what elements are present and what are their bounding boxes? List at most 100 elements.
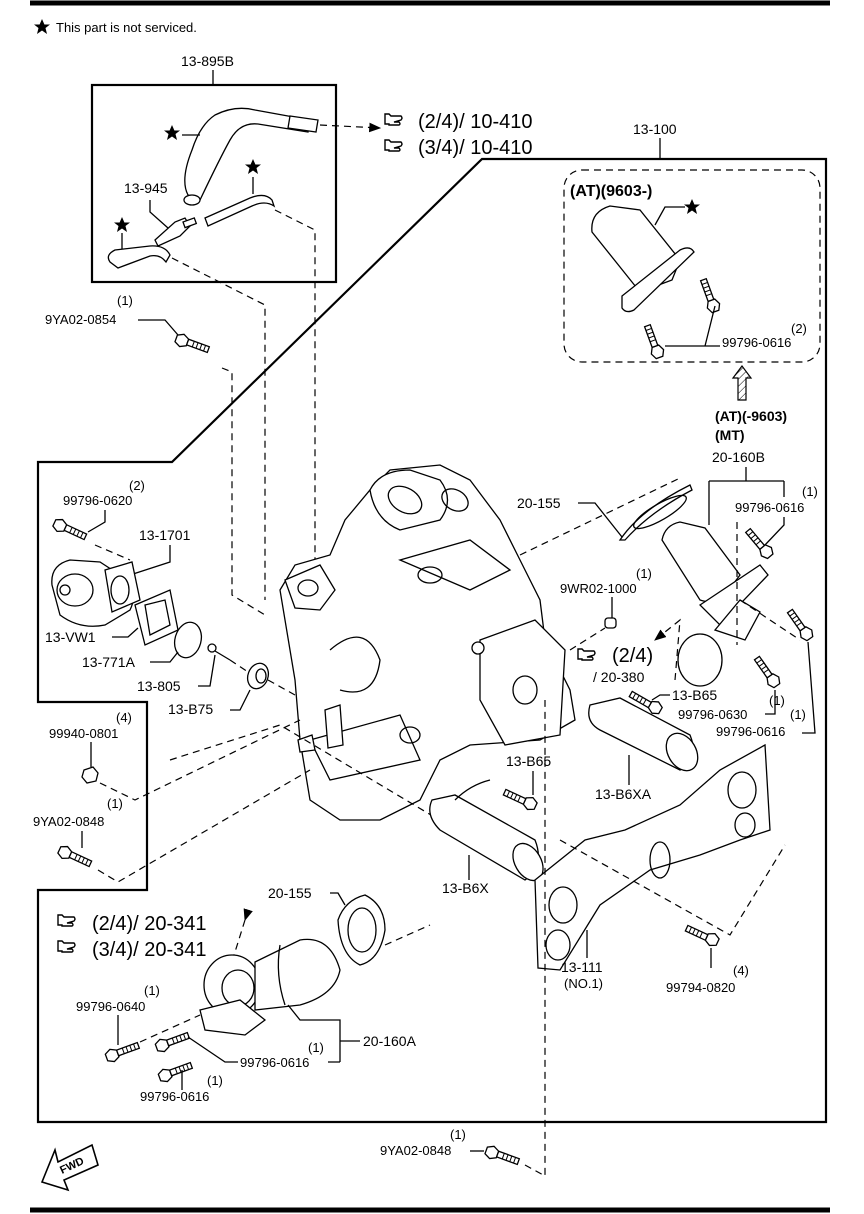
label-99796-0630: 99796-0630 — [678, 707, 747, 722]
label-9WR02-1000: 9WR02-1000 — [560, 581, 637, 596]
label-13-B65-a: 13-B65 — [672, 687, 717, 703]
gear-13-B75 — [246, 662, 270, 690]
label-99796-0616-a1: 99796-0616 — [240, 1055, 309, 1070]
qty-99796-0620: (2) — [129, 478, 145, 493]
bolt-99796-0616-at-b — [641, 322, 667, 361]
label-13-945: 13-945 — [124, 180, 168, 196]
legend-note: This part is not serviced. — [56, 20, 197, 35]
hose-group-frame — [90, 83, 338, 284]
ref-20-380-line2[interactable]: / 20-380 — [593, 669, 645, 685]
bolt-99796-0640 — [103, 1039, 142, 1065]
bolt-99796-0616-a1 — [153, 1029, 192, 1055]
legend-star-icon — [34, 19, 50, 34]
bolt-99796-0616-at-a — [697, 276, 723, 315]
label-13-771A: 13-771A — [82, 654, 136, 670]
qty-9YA02-0854: (1) — [117, 293, 133, 308]
qty-99796-0616-a1: (1) — [308, 1040, 324, 1055]
label-13-805: 13-805 — [137, 678, 181, 694]
label-13-B65-b: 13-B65 — [506, 753, 551, 769]
label-99796-0616-at: 99796-0616 — [722, 335, 791, 350]
screw-13-805 — [207, 643, 231, 661]
variant-box-at-9603 — [563, 169, 821, 363]
solenoid-13-B6XA — [588, 697, 699, 772]
label-99796-0616-a2: 99796-0616 — [140, 1089, 209, 1104]
label-99796-0620: 99796-0620 — [63, 493, 132, 508]
fitting-13-945 — [154, 217, 198, 247]
label-13-1701: 13-1701 — [139, 527, 191, 543]
variant-at-new: (AT)(9603-) — [570, 183, 652, 200]
star-icon — [114, 217, 130, 232]
label-9YA02-0848-a: 9YA02-0848 — [33, 814, 104, 829]
star-icon — [245, 159, 261, 174]
bolt-99796-0616-b2 — [784, 606, 816, 644]
intake-manifold — [279, 464, 576, 821]
label-13-B6XA: 13-B6XA — [595, 786, 652, 802]
label-99940-0801: 99940-0801 — [49, 726, 118, 741]
ref-20-341-b[interactable]: (3/4)/ 20-341 — [92, 939, 207, 961]
ref-20-380-line1[interactable]: (2/4) — [612, 645, 653, 667]
qty-9YA02-0848-a: (1) — [107, 796, 123, 811]
label-9YA02-0848-b: 9YA02-0848 — [380, 1143, 451, 1158]
label-13-111: 13-111 — [561, 959, 603, 975]
pointing-hand-icon — [577, 648, 596, 661]
label-20-160B: 20-160B — [712, 449, 765, 465]
label-13-VW1: 13-VW1 — [45, 629, 96, 645]
pointing-hand-icon — [384, 139, 403, 152]
gasket-20-155-upper — [618, 484, 693, 541]
forward-direction-arrow: FWD — [40, 1143, 99, 1192]
qty-9YA02-0848-b: (1) — [450, 1127, 466, 1142]
hose-13-895B — [183, 107, 319, 206]
qty-99796-0616-at: (2) — [791, 321, 807, 336]
ref-10-410-b[interactable]: (3/4)/ 10-410 — [418, 137, 533, 159]
pointing-hand-icon — [57, 914, 76, 927]
ref-20-341-a[interactable]: (2/4)/ 20-341 — [92, 913, 207, 935]
bolt-9YA02-0848-b — [483, 1143, 522, 1169]
bolt-9YA02-0854 — [173, 331, 212, 357]
nut-99940-0801 — [81, 766, 99, 784]
label-99796-0616-b1: 99796-0616 — [735, 500, 804, 515]
thermostat-housing-13-1701 — [51, 559, 141, 627]
nut-9WR02-1000 — [604, 617, 617, 629]
gasket-20-155-lower — [337, 894, 386, 966]
hose-small-b — [107, 245, 171, 269]
pointing-hand-icon — [57, 940, 76, 953]
label-9YA02-0854: 9YA02-0854 — [45, 312, 116, 327]
qty-99796-0640: (1) — [144, 983, 160, 998]
qty-99794-0820: (4) — [733, 963, 749, 978]
oring-13-771A — [173, 621, 203, 659]
label-20-160A: 20-160A — [363, 1033, 417, 1049]
variant-mt: (MT) — [715, 427, 745, 443]
label-99796-0640: 99796-0640 — [76, 999, 145, 1014]
assembly-frame-13-100 — [36, 157, 828, 1124]
bolt-99796-0620 — [50, 516, 89, 544]
pointing-hand-icon — [384, 113, 403, 126]
qty-99796-0616-a2: (1) — [207, 1073, 223, 1088]
variant-at-old: (AT)(-9603) — [715, 408, 787, 424]
egr-valve-20-160B — [661, 521, 769, 687]
gasket-13-VW1 — [134, 589, 179, 646]
bolt-99796-0616-a2 — [156, 1059, 195, 1085]
label-99796-0616-b2: 99796-0616 — [716, 724, 785, 739]
label-13-895B: 13-895B — [181, 53, 234, 69]
ref-10-410-a[interactable]: (2/4)/ 10-410 — [418, 111, 533, 133]
qty-99796-0616-b1: (1) — [802, 484, 818, 499]
bolt-99794-0820 — [683, 921, 722, 949]
egr-valve-20-160A — [199, 938, 341, 1036]
label-20-155-lower: 20-155 — [268, 885, 312, 901]
label-20-155-upper: 20-155 — [517, 495, 561, 511]
bolt-99796-0630 — [751, 653, 783, 691]
qty-9WR02-1000: (1) — [636, 566, 652, 581]
variant-swap-arrow — [731, 365, 753, 401]
qty-99940-0801: (4) — [116, 710, 132, 725]
egr-valve-at — [591, 205, 695, 313]
hose-small-a — [204, 194, 276, 227]
bolt-9YA02-0848-a — [55, 843, 94, 871]
note-13-111: (NO.1) — [564, 976, 603, 991]
label-13-B6X: 13-B6X — [442, 880, 489, 896]
label-13-100: 13-100 — [633, 121, 677, 137]
label-13-B75: 13-B75 — [168, 701, 213, 717]
star-icon — [164, 125, 180, 140]
label-99794-0820: 99794-0820 — [666, 980, 735, 995]
qty-99796-0630: (1) — [769, 693, 785, 708]
